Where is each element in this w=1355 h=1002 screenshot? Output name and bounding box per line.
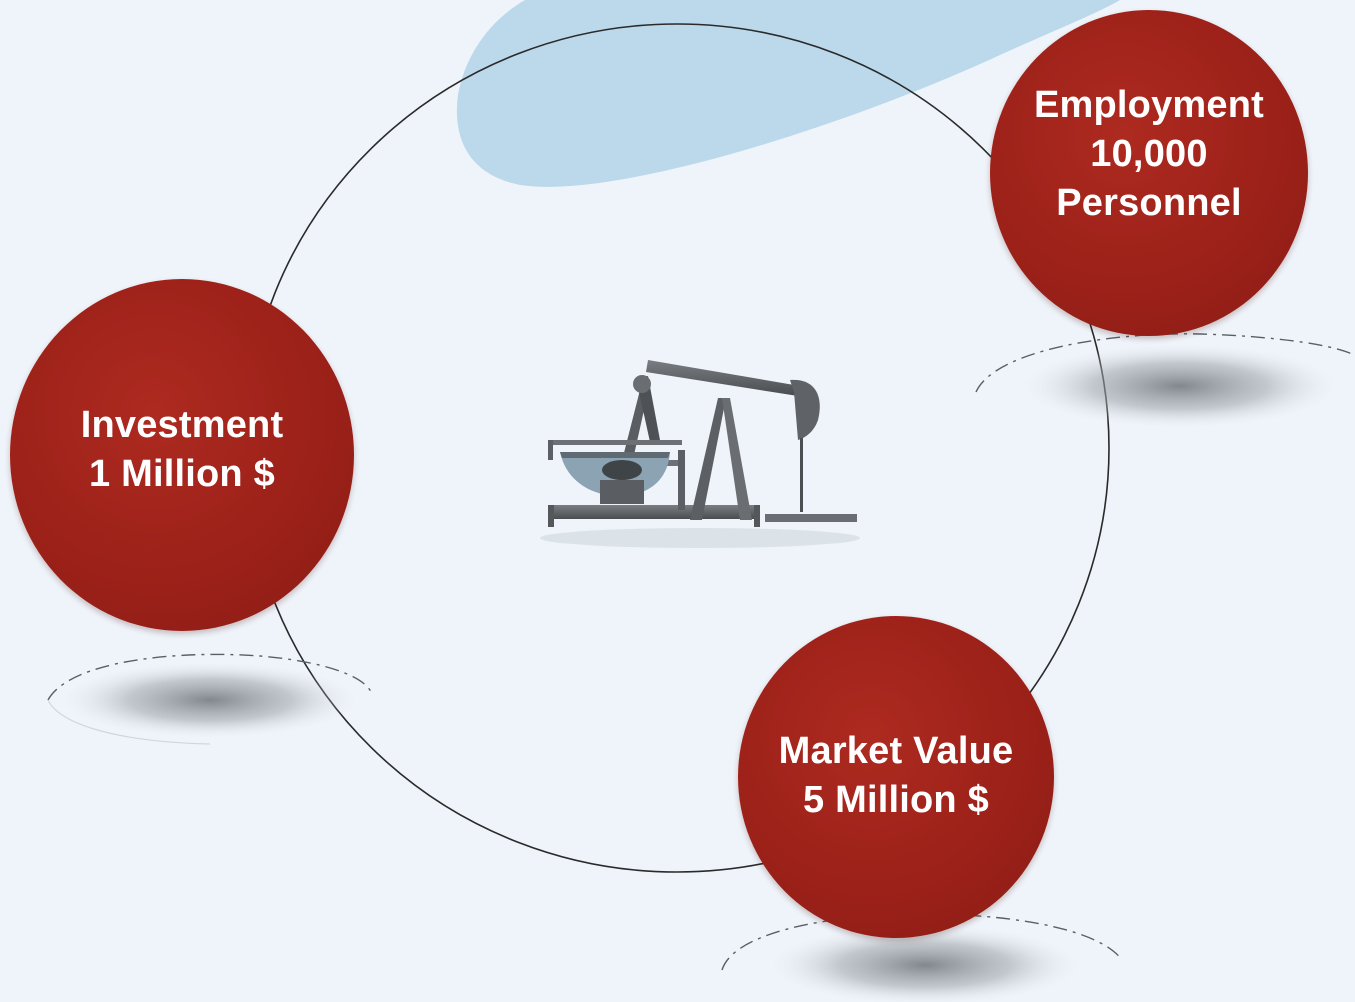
investment-label: Investment (80, 404, 284, 446)
investment-pedestal (47, 653, 373, 745)
employment-pedestal (975, 333, 1353, 428)
investment-node-text: Investment 1 Million $ (81, 401, 284, 499)
employment-label: Employment (1033, 83, 1265, 126)
market-value-label: Market Value (778, 730, 1014, 772)
investment-value: 1 Million $ (89, 453, 275, 495)
employment-node: Employment 10,000 Personnel (990, 10, 1308, 336)
market-value-node-text: Market Value 5 Million $ (779, 727, 1014, 825)
decorative-swoosh (456, 0, 1121, 187)
oil-pump-jack-icon (540, 360, 860, 548)
employment-node-text: Employment 10,000 Personnel (1034, 81, 1264, 228)
market-value-value: 5 Million $ (803, 779, 989, 821)
employment-value: 10,000 (1090, 132, 1208, 175)
market-value-node: Market Value 5 Million $ (738, 616, 1054, 938)
employment-unit: Personnel (1056, 181, 1242, 224)
investment-node: Investment 1 Million $ (10, 279, 354, 631)
